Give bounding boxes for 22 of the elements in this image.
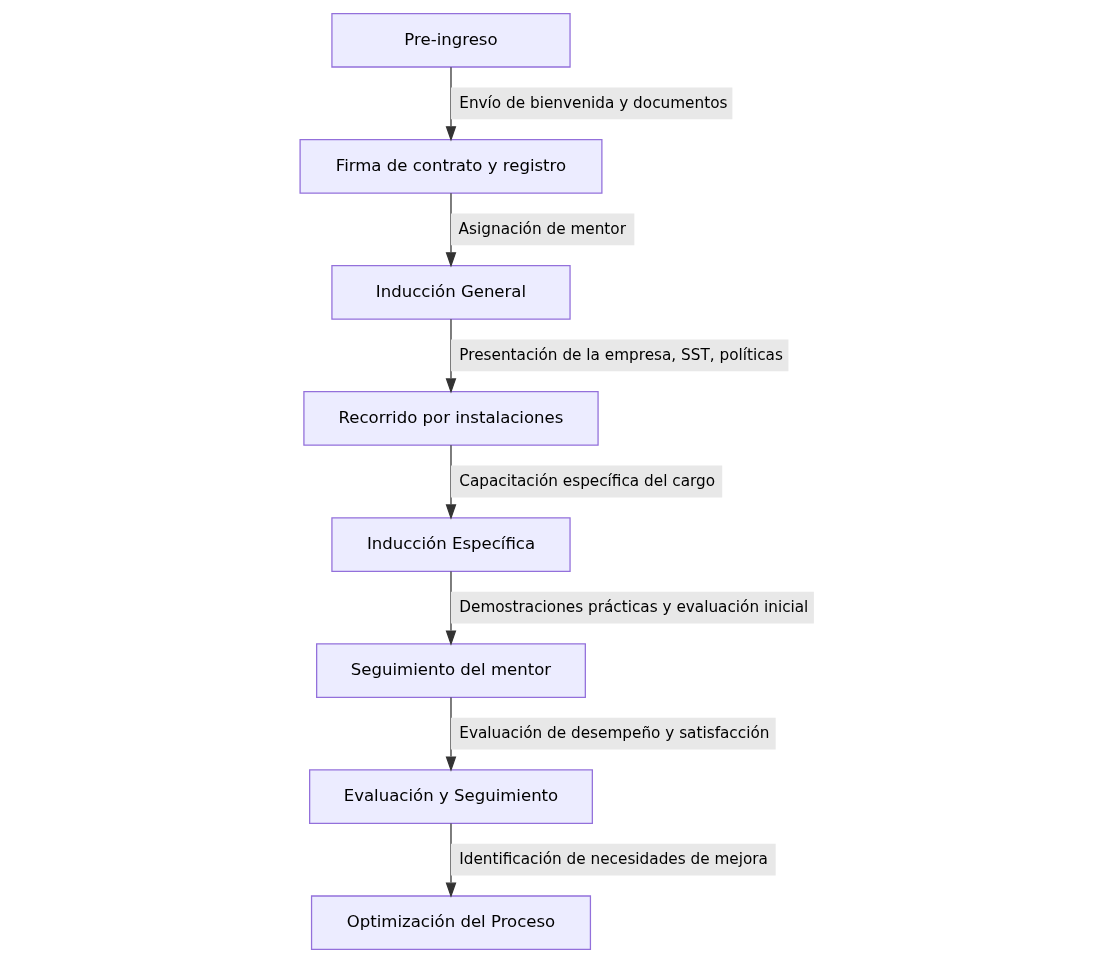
edge-label: Capacitación específica del cargo (458, 472, 715, 491)
node-box: Seguimiento del mentor (315, 643, 586, 698)
node-box: Pre-ingreso (330, 12, 571, 68)
edge-label: Presentación de la empresa, SST, políticas (458, 346, 783, 365)
node-box: Optimización del Proceso (310, 895, 591, 951)
node-box: Evaluación y Seguimiento (308, 769, 593, 825)
node-box: Inducción Específica (330, 517, 571, 572)
arrow (445, 66, 456, 142)
edge-label: Identificación de necesidades de mejora (458, 850, 768, 869)
arrow (445, 822, 456, 898)
arrow (445, 570, 456, 646)
node-box: Inducción General (330, 265, 571, 320)
arrow (445, 318, 456, 394)
edge-label: Evaluación de desempeño y satisfacción (458, 724, 769, 743)
node-box: Firma de contrato y registro (298, 138, 603, 194)
edge-label: Demostraciones prácticas y evaluación inicial (458, 598, 808, 617)
arrow (445, 192, 456, 268)
node-box: Recorrido por instalaciones (302, 391, 599, 446)
arrow (445, 444, 456, 520)
edge-label: Asignación de mentor (458, 219, 626, 238)
arrow (445, 696, 456, 772)
edge-label: Envío de bienvenida y documentos (458, 93, 727, 112)
